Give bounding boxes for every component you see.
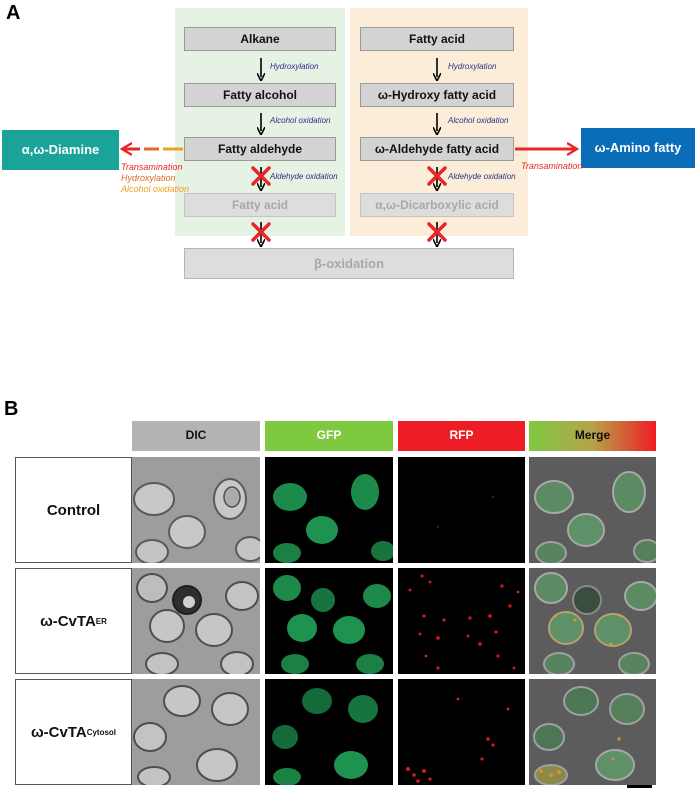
micrograph-merge-cytosol (529, 679, 656, 785)
label-hydroxylation-left: Hydroxylation (121, 173, 176, 183)
micrograph-rfp-cytosol (398, 679, 525, 785)
box-fatty-acid-right: Fatty acid (360, 27, 514, 51)
box-dicarboxylic-acid: α,ω-Dicarboxylic acid (360, 193, 514, 217)
header-merge: Merge (529, 421, 656, 451)
micrograph-dic-cytosol (132, 679, 260, 785)
pathway-arrows (0, 58, 699, 300)
micrograph-merge-er (529, 568, 656, 674)
step-alcohol-oxidation-right: Alcohol oxidation (448, 116, 509, 125)
row-label-subscript: Cytosol (86, 727, 117, 737)
label-alcohol-oxidation-left: Alcohol oxidation (121, 184, 190, 194)
step-hydroxylation-right: Hydroxylation (448, 62, 497, 71)
box-fatty-alcohol: Fatty alcohol (184, 83, 336, 107)
box-fatty-aldehyde: Fatty aldehyde (184, 137, 336, 161)
box-amino-fatty-acid: ω-Amino fatty acid (581, 128, 695, 195)
row-label-text: ω-CvTA (30, 723, 87, 741)
box-alkane: Alkane (184, 27, 336, 51)
row-label-subscript: ER (95, 616, 107, 626)
label-transamination-left: Transamination (121, 162, 183, 172)
step-aldehyde-oxidation-right: Aldehyde oxidation (448, 172, 516, 181)
micrograph-rfp-control (398, 457, 525, 563)
box-fatty-acid-left: Fatty acid (184, 193, 336, 217)
header-gfp: GFP (265, 421, 393, 451)
panel-label-a: A (6, 2, 21, 24)
box-aldehyde-fatty-acid: ω-Aldehyde fatty acid (360, 137, 514, 161)
box-diamine: α,ω-Diamine (2, 130, 119, 170)
row-label-text: ω-CvTA (40, 612, 96, 630)
micrograph-rfp-er (398, 568, 525, 674)
micrograph-gfp-control (265, 457, 393, 563)
label-transamination-right: Transamination (521, 161, 583, 171)
header-rfp: RFP (398, 421, 525, 451)
step-alcohol-oxidation-left: Alcohol oxidation (270, 116, 331, 125)
panel-label-b: B (4, 398, 19, 420)
micrograph-merge-control (529, 457, 656, 563)
block-x-mark (251, 166, 447, 242)
micrograph-dic-control (132, 457, 260, 563)
row-label-control: Control (15, 457, 132, 563)
box-beta-oxidation: β-oxidation (184, 248, 514, 279)
step-hydroxylation-left: Hydroxylation (270, 62, 319, 71)
step-aldehyde-oxidation-left: Aldehyde oxidation (270, 172, 338, 181)
micrograph-gfp-cytosol (265, 679, 393, 785)
row-label-text: Control (46, 501, 101, 519)
micrograph-gfp-er (265, 568, 393, 674)
micrograph-dic-er (132, 568, 260, 674)
scale-bar (627, 785, 652, 788)
box-hydroxy-fatty-acid: ω-Hydroxy fatty acid (360, 83, 514, 107)
header-dic: DIC (132, 421, 260, 451)
